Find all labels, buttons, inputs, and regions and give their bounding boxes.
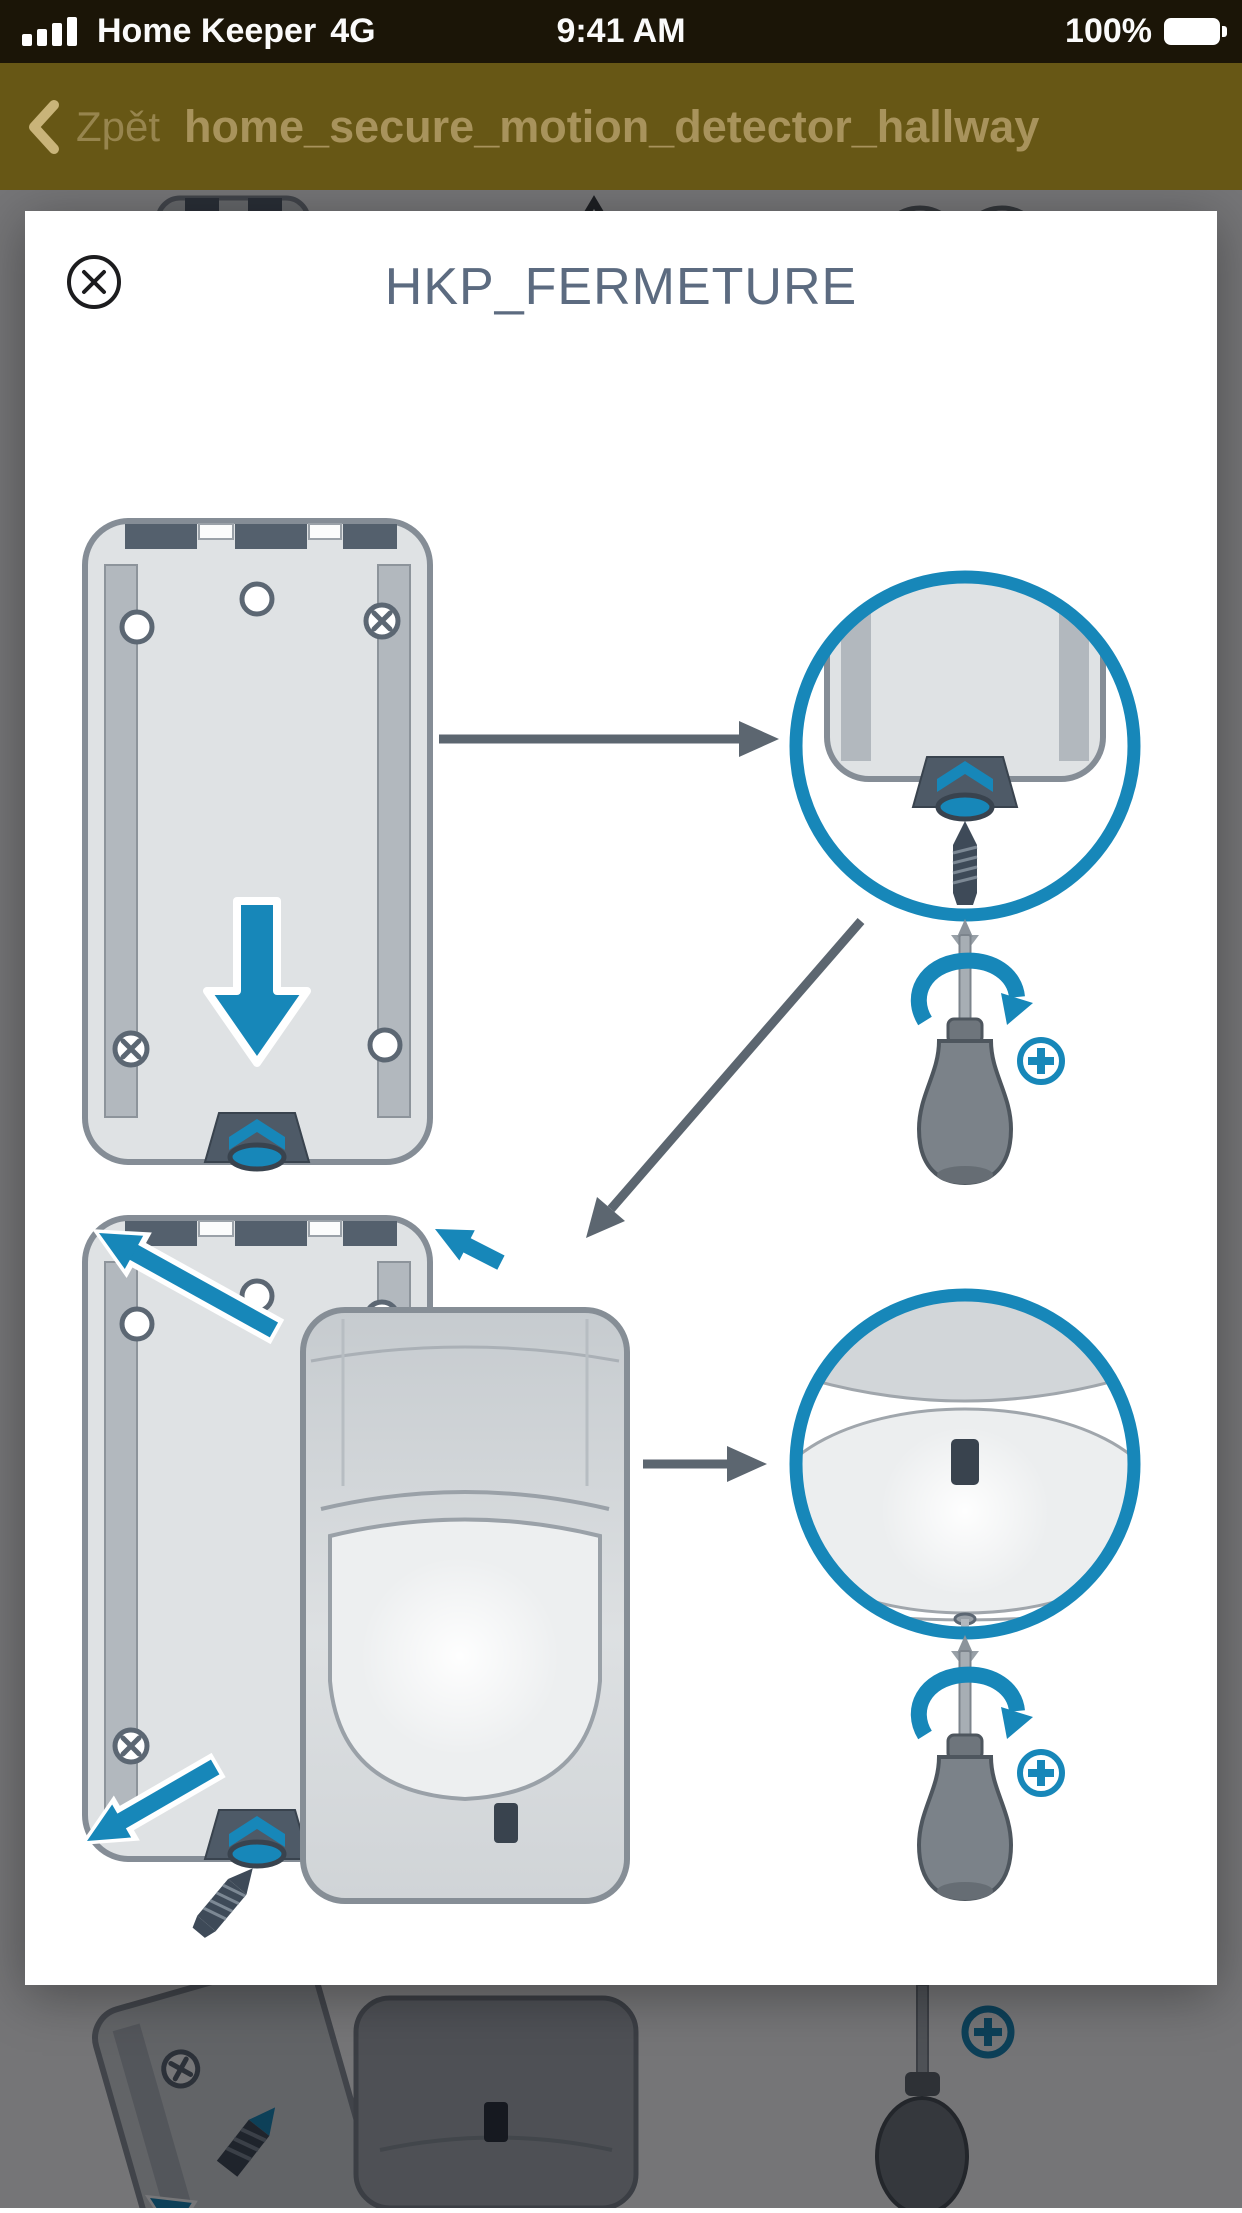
zoom-screw-detail	[789, 570, 1141, 922]
cover-mounting-illustration	[80, 1205, 630, 1942]
flow-arrow-diagonal-icon	[586, 918, 865, 1238]
modal-title: HKP_FERMETURE	[384, 258, 858, 316]
page-title: home_secure_motion_detector_hallway	[184, 100, 1040, 152]
rotation-arrow-icon	[919, 961, 1033, 1025]
battery-percent: 100%	[1065, 12, 1152, 50]
assembly-arrow-top-right	[427, 1225, 511, 1276]
navigation-bar: Zpět home_secure_motion_detector_hallway	[0, 63, 1242, 190]
assembly-arrow-top-left	[92, 1229, 285, 1345]
rotation-arrow-icon	[919, 1675, 1033, 1739]
clock: 9:41 AM	[556, 12, 686, 50]
phillips-screw-icon	[1020, 1040, 1062, 1082]
detector-cover-illustration	[300, 1307, 630, 1904]
instruction-modal: HKP_FERMETURE	[25, 211, 1217, 1985]
signal-strength-icon	[22, 17, 77, 46]
network-type-label: 4G	[330, 12, 376, 50]
battery-icon	[1164, 18, 1227, 45]
carrier-label: Home Keeper	[97, 12, 317, 50]
back-button[interactable]: Zpět	[26, 99, 160, 155]
flow-arrow-right-2-icon	[643, 1446, 767, 1482]
status-bar: Home Keeper 4G 9:41 AM 100%	[0, 0, 1242, 63]
zoom-circle-ring	[789, 570, 1141, 922]
zoom-closed-detail	[789, 1288, 1141, 1640]
screwdriver-illustration-top	[919, 917, 1062, 1186]
assembly-arrow-bottom	[80, 1752, 226, 1845]
screw-icon	[188, 1859, 264, 1942]
back-chevron-icon	[29, 99, 59, 154]
led-window	[951, 1439, 979, 1485]
screwdriver-illustration-bottom	[919, 1633, 1062, 1902]
close-icon	[67, 255, 121, 309]
backplate-illustration	[85, 521, 430, 1169]
back-label: Zpět	[76, 102, 161, 150]
led-window	[494, 1803, 518, 1843]
insert-direction-arrow	[203, 897, 311, 1067]
zoom-circle-ring	[789, 1288, 1141, 1640]
phillips-screw-icon	[1020, 1752, 1062, 1794]
flow-arrow-right-icon	[439, 721, 779, 757]
instruction-diagram	[80, 361, 1141, 1942]
close-button[interactable]	[65, 253, 123, 311]
